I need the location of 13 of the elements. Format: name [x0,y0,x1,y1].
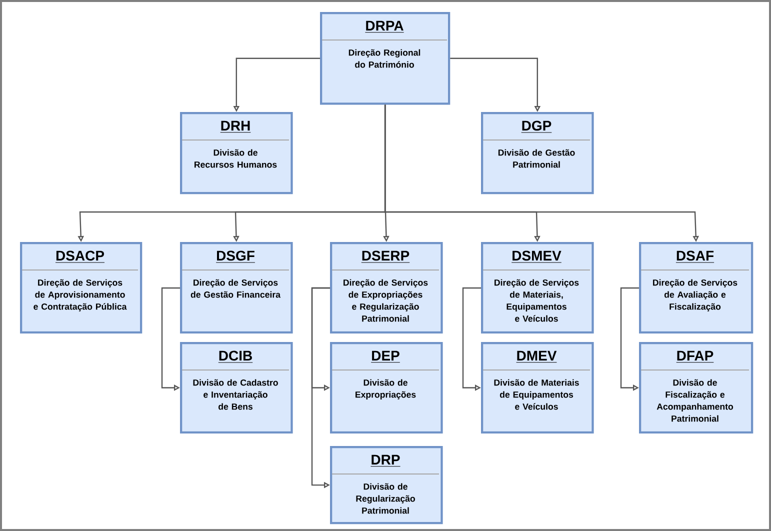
org-box: DSACP Direção de Serviços de Aprovisionamento e Contratação Pública [20,242,142,334]
org-box: DMEV Divisão de Materiais de Equipamentos e Veículos [481,342,594,434]
org-box: DCIB Divisão de Cadastro e Inventariação de Bens [180,342,293,434]
org-box: DSAF Direção de Serviços de Avaliação e Fiscalização [639,242,754,334]
org-box: DFAP Divisão de Fiscalização e Acompanhamento Patrimonial [639,342,754,434]
org-box: DSGF Direção de Serviços de Gestão Financeira [180,242,293,334]
org-box: DSERP Direção de Serviços de Expropriações e Regularização Patrimonial [330,242,443,334]
org-box: DGP Divisão de Gestão Patrimonial [481,112,594,194]
org-box: DRPA Direção Regional do Património [320,12,450,105]
org-box: DSMEV Direção de Serviços de Materiais, Equipamentos e Veículos [481,242,594,334]
org-box: DEP Divisão de Expropriações [330,342,443,434]
org-box: DRH Divisão de Recursos Humanos [180,112,293,194]
org-box: DRP Divisão de Regularização Patrimonial [330,446,443,524]
